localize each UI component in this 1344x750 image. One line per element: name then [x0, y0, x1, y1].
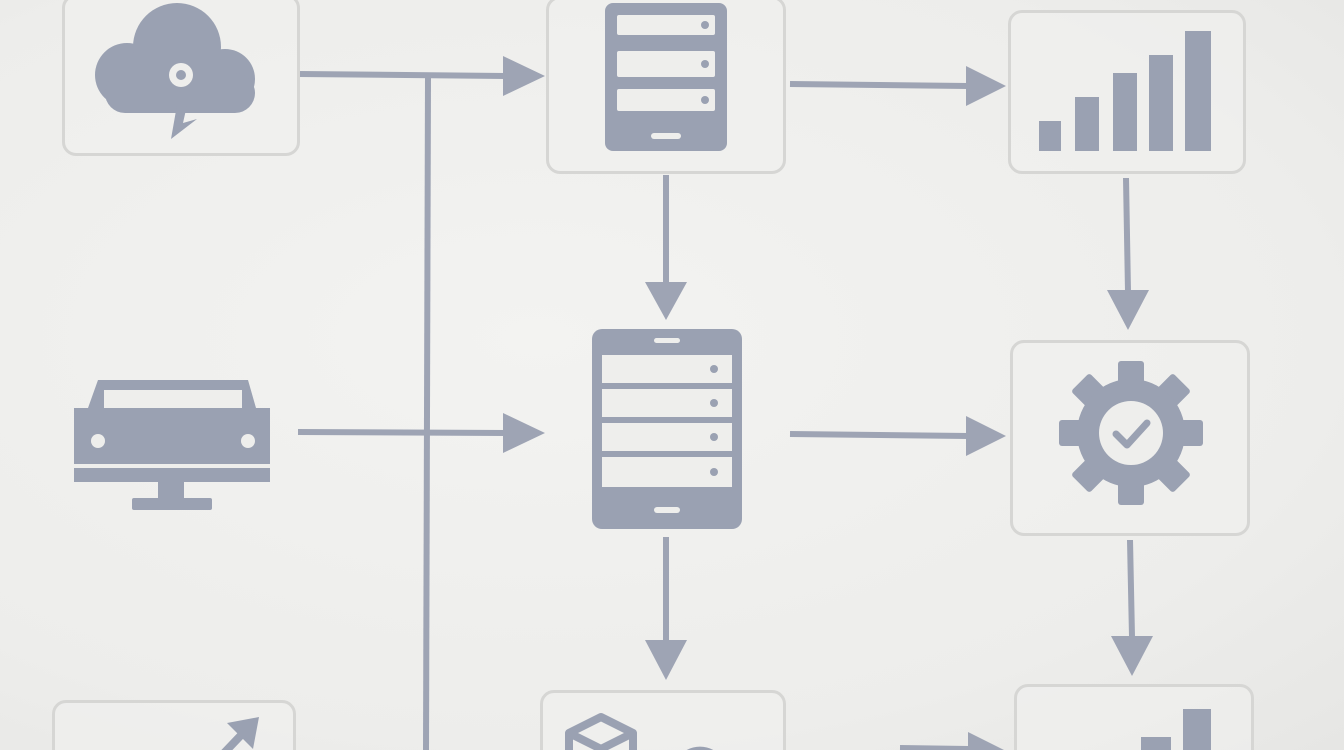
bar-chart-icon [1039, 31, 1211, 151]
bar-4 [1141, 737, 1171, 750]
edge-gear-to-chart-bottom [1127, 539, 1135, 638]
arrowhead-chart-bottom-down [1111, 636, 1153, 676]
bar-5 [1185, 31, 1211, 151]
vertical-bus-line [423, 75, 431, 750]
bar-5 [1183, 709, 1211, 750]
arrowhead-server-top [503, 56, 545, 96]
node-server-top [546, 0, 786, 174]
arrowhead-server-middle-down [645, 282, 687, 320]
server-rack-icon [592, 329, 742, 529]
node-chart-top [1008, 10, 1246, 174]
bar-1 [1039, 121, 1061, 151]
node-chart-bottom [1014, 684, 1254, 750]
monitor-icon [74, 380, 270, 510]
node-storage-bottom [540, 690, 786, 750]
arrowhead-chart-top [966, 66, 1006, 106]
server-rack-icon [605, 3, 727, 151]
arrow-up-right-icon [221, 717, 259, 750]
edge-server-top-to-chart-top [789, 81, 969, 89]
edge-monitor-to-server-middle [297, 429, 506, 436]
node-server-middle [590, 327, 746, 533]
arrowhead-storage-down [645, 640, 687, 680]
node-export-source [52, 700, 296, 750]
arrowhead-gear-down [1107, 290, 1149, 330]
bar-3 [1113, 73, 1137, 151]
bar-2 [1075, 97, 1099, 151]
gear-check-icon [1059, 361, 1203, 505]
node-settings-check [1010, 340, 1250, 536]
edge-server-middle-to-gear [789, 431, 969, 439]
cube-storage-icon [565, 713, 714, 750]
edge-cloud-to-server-top [299, 71, 506, 79]
cloud-upload-icon [95, 3, 255, 139]
edge-chart-top-to-gear [1123, 177, 1131, 293]
arrowhead-gear [966, 416, 1006, 456]
node-desktop-monitor [70, 378, 275, 513]
arrowhead-server-middle [503, 413, 545, 453]
edge-storage-to-chart-bottom [899, 745, 969, 750]
arrowhead-chart-bottom [968, 732, 1004, 750]
bar-chart-icon [1141, 709, 1211, 750]
node-cloud-source [62, 0, 300, 156]
bar-4 [1149, 55, 1173, 151]
